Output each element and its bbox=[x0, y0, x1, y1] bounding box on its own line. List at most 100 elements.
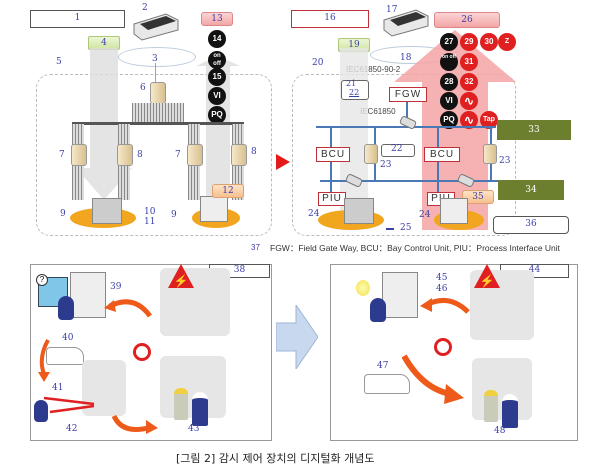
protocol-iec61850: IEC61850 bbox=[360, 107, 396, 116]
bus-vertical-fgw bbox=[406, 102, 408, 126]
label-22: 22 bbox=[391, 144, 403, 154]
worker-blue-icon-right bbox=[502, 394, 518, 428]
svg-text:⚡: ⚡ bbox=[480, 274, 495, 288]
label-26: 26 bbox=[434, 12, 500, 28]
fgw-tag: FGW bbox=[389, 87, 427, 102]
left-substation-panel bbox=[36, 74, 272, 236]
transition-arrow-red bbox=[276, 154, 290, 170]
service-van-icon-right bbox=[364, 374, 410, 394]
curved-arrow-1 bbox=[104, 294, 153, 318]
server-icon bbox=[150, 82, 166, 104]
operator-console-icon-right bbox=[382, 8, 430, 38]
switchgear-icon-left bbox=[92, 198, 122, 224]
label-21: 21 bbox=[346, 79, 357, 88]
service-van-icon bbox=[46, 347, 84, 365]
switchgear-icon-right bbox=[344, 198, 374, 224]
signal-14: 14 bbox=[208, 30, 226, 48]
protocol-iec61850-90-2: IEC61850-90-2 bbox=[346, 65, 401, 74]
legend-marker: 37 bbox=[251, 243, 260, 252]
label-23a: 23 bbox=[380, 160, 392, 170]
label-34: 34 bbox=[498, 180, 564, 200]
label-3: 3 bbox=[152, 54, 158, 64]
hazard-triangle-icon-right: ⚡ bbox=[474, 264, 500, 288]
on-off-text: on off bbox=[213, 53, 221, 67]
label-22-top: 22 bbox=[349, 88, 360, 97]
bay-server-7b bbox=[187, 144, 203, 166]
before-scenario-panel bbox=[30, 264, 272, 441]
signal-vi: VI bbox=[208, 87, 226, 105]
network-ellipse bbox=[118, 47, 196, 67]
stopwatch-icon-right bbox=[434, 338, 452, 356]
label-24a: 24 bbox=[308, 209, 320, 219]
signal-z: Z bbox=[498, 33, 516, 51]
label-23b: 23 bbox=[499, 156, 511, 166]
label-6: 6 bbox=[140, 83, 146, 93]
signal-29: 29 bbox=[460, 33, 478, 51]
signal-27: 27 bbox=[440, 33, 458, 51]
label-45: 45 bbox=[436, 273, 448, 283]
transition-arrow-blue bbox=[275, 303, 319, 371]
label-24b: 24 bbox=[419, 210, 431, 220]
label-16: 16 bbox=[291, 10, 369, 28]
label-42: 42 bbox=[66, 424, 78, 434]
label-46: 46 bbox=[436, 284, 448, 294]
label-48: 48 bbox=[494, 426, 506, 436]
cable-bundle bbox=[132, 103, 184, 125]
lightbulb-icon bbox=[356, 280, 370, 296]
signal-pq: PQ bbox=[208, 106, 226, 124]
waveform-icon-2: ∿ bbox=[460, 111, 478, 129]
signal-on-off: on off bbox=[208, 51, 226, 69]
svg-text:⚡: ⚡ bbox=[174, 274, 189, 288]
waveform-icon-1: ∿ bbox=[460, 92, 478, 110]
label-8a: 8 bbox=[137, 150, 143, 160]
label-18: 18 bbox=[400, 53, 412, 63]
label-20: 20 bbox=[312, 58, 324, 68]
operator-console-icon bbox=[132, 12, 180, 42]
label-10: 10 bbox=[144, 207, 156, 217]
bcu-tag-right: BCU bbox=[424, 147, 460, 162]
signal-15: 15 bbox=[208, 68, 226, 86]
question-mark-icon: ? bbox=[36, 274, 48, 286]
label-1: 1 bbox=[30, 10, 125, 28]
line-25 bbox=[386, 228, 394, 230]
server-icon-23a bbox=[364, 144, 378, 164]
up-arrow bbox=[196, 56, 240, 196]
label-12: 12 bbox=[212, 184, 244, 198]
label-33: 33 bbox=[497, 120, 571, 140]
label-9b: 9 bbox=[171, 210, 177, 220]
callout-22 bbox=[381, 144, 415, 157]
control-desk-icon bbox=[70, 272, 106, 318]
curved-arrow-3 bbox=[111, 414, 158, 436]
hazard-triangle-icon: ⚡ bbox=[168, 264, 194, 288]
transformer-icon-right bbox=[440, 198, 468, 224]
station-bus bbox=[316, 126, 496, 128]
signal-vi-right: VI bbox=[440, 92, 458, 110]
warning-substation-icon bbox=[160, 268, 230, 336]
label-39: 39 bbox=[110, 282, 122, 292]
label-43: 43 bbox=[188, 424, 200, 434]
curved-arrow-4 bbox=[420, 294, 470, 316]
figure-caption: [그림 2] 감시 제어 장치의 디지털화 개념도 bbox=[176, 452, 375, 465]
operator-person-icon-right bbox=[370, 298, 386, 322]
bcu-tag-left: BCU bbox=[316, 147, 350, 162]
link-line bbox=[155, 63, 156, 85]
bay-server-7a bbox=[71, 144, 87, 166]
signal-32: 32 bbox=[460, 73, 478, 91]
label-41: 41 bbox=[52, 383, 64, 393]
label-40: 40 bbox=[62, 333, 74, 343]
curved-arrow-2 bbox=[36, 338, 52, 382]
bay-server-8a bbox=[117, 144, 133, 166]
label-13: 13 bbox=[201, 12, 233, 26]
label-7b: 7 bbox=[175, 150, 181, 160]
worker-yellow-icon bbox=[174, 388, 188, 420]
label-8b: 8 bbox=[251, 147, 257, 157]
label-35: 35 bbox=[462, 190, 494, 204]
label-11: 11 bbox=[144, 217, 156, 227]
control-desk-icon-right bbox=[382, 272, 418, 318]
transformer-icon bbox=[200, 196, 228, 222]
callout-21-22 bbox=[341, 80, 369, 100]
worker-yellow-icon-right bbox=[484, 390, 498, 422]
legend-text: FGW：Field Gate Way, BCU：Bay Control Unit… bbox=[270, 243, 561, 253]
operator-person-icon bbox=[58, 296, 74, 320]
label-25: 25 bbox=[400, 223, 412, 233]
